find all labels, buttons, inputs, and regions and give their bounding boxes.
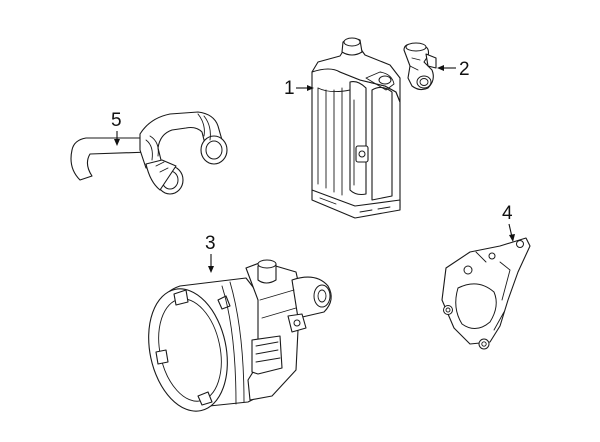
- callout-label-5: 5: [111, 110, 122, 131]
- leader-arrow-3: [208, 266, 214, 273]
- leader-arrow-2: [437, 65, 444, 71]
- part-2-fitting[interactable]: [403, 42, 437, 91]
- callout-2: 2: [437, 59, 470, 80]
- part-4-bracket[interactable]: [441, 237, 531, 350]
- callout-label-3: 3: [205, 233, 216, 254]
- callout-1: 1: [284, 78, 314, 99]
- part-5-hose[interactable]: [70, 111, 228, 195]
- leader-arrow-1: [307, 85, 314, 91]
- callout-5: 5: [111, 110, 122, 146]
- part-1-canister[interactable]: [311, 37, 401, 219]
- callout-label-1: 1: [284, 78, 295, 99]
- part-3-air-pump[interactable]: [138, 259, 332, 419]
- callout-label-2: 2: [459, 59, 470, 80]
- leader-arrow-4: [509, 234, 515, 242]
- callout-4: 4: [502, 203, 515, 242]
- callout-3: 3: [205, 233, 216, 273]
- leader-arrow-5: [114, 139, 120, 146]
- callout-label-4: 4: [502, 203, 513, 224]
